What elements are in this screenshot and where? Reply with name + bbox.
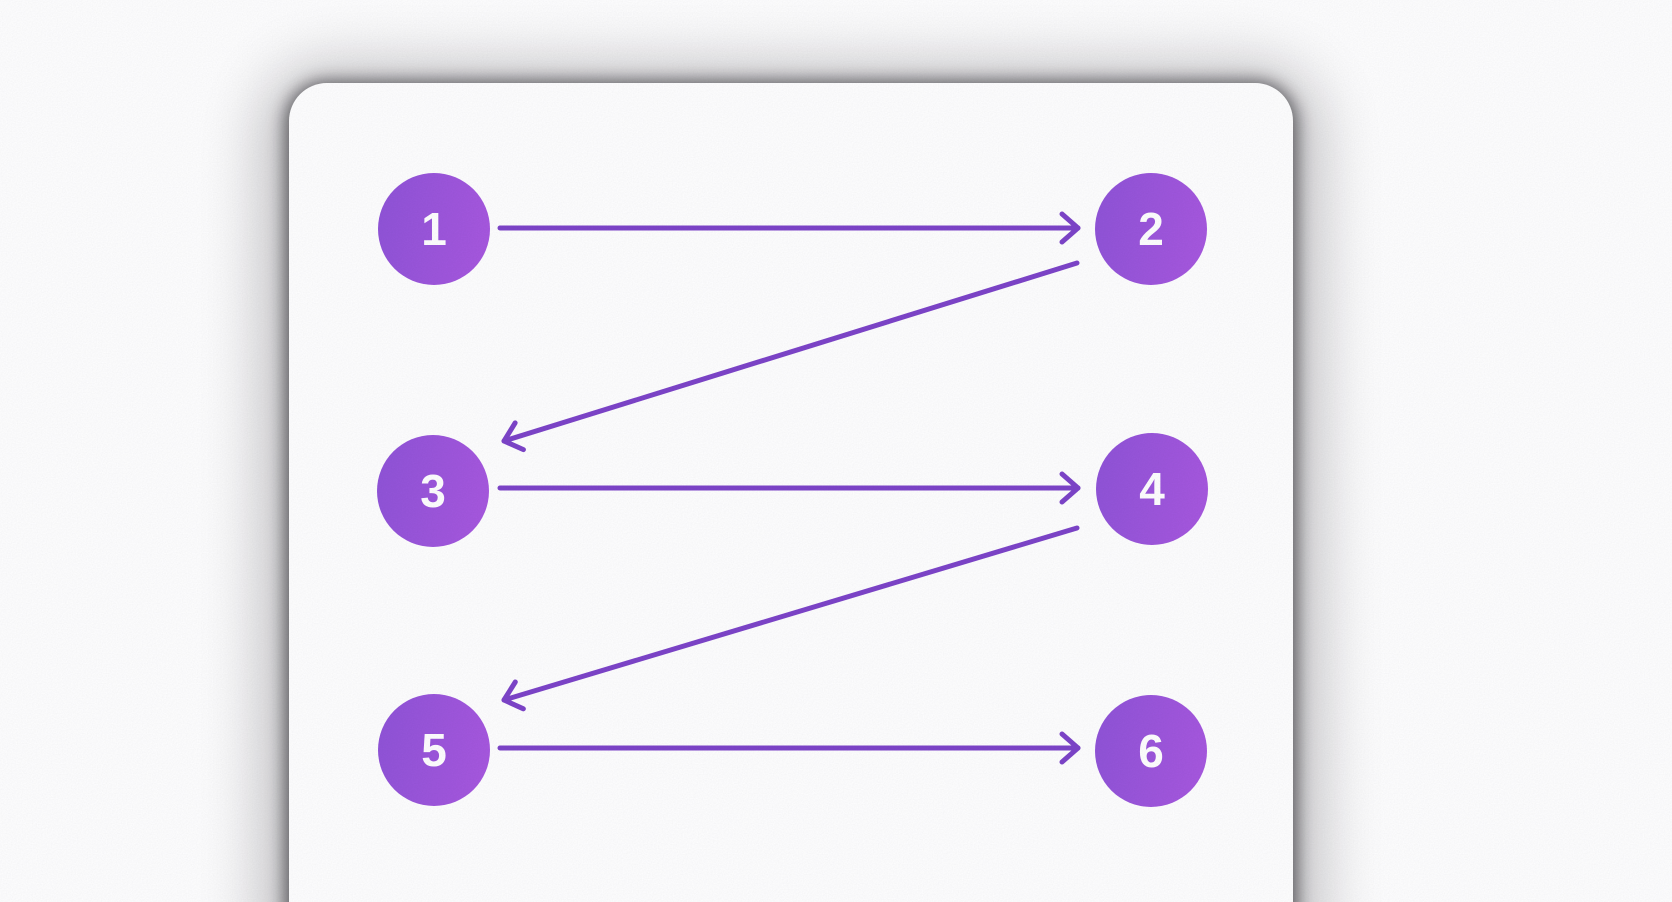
step-node-label-2: 2	[1138, 203, 1164, 255]
step-node-label-4: 4	[1139, 463, 1165, 515]
step-node-label-6: 6	[1138, 725, 1164, 777]
step-node-1: 1	[378, 173, 490, 285]
step-node-label-3: 3	[420, 465, 446, 517]
step-node-3: 3	[377, 435, 489, 547]
step-node-label-5: 5	[421, 724, 447, 776]
step-node-5: 5	[378, 694, 490, 806]
step-node-6: 6	[1095, 695, 1207, 807]
step-node-4: 4	[1096, 433, 1208, 545]
step-node-2: 2	[1095, 173, 1207, 285]
step-node-label-1: 1	[421, 203, 447, 255]
